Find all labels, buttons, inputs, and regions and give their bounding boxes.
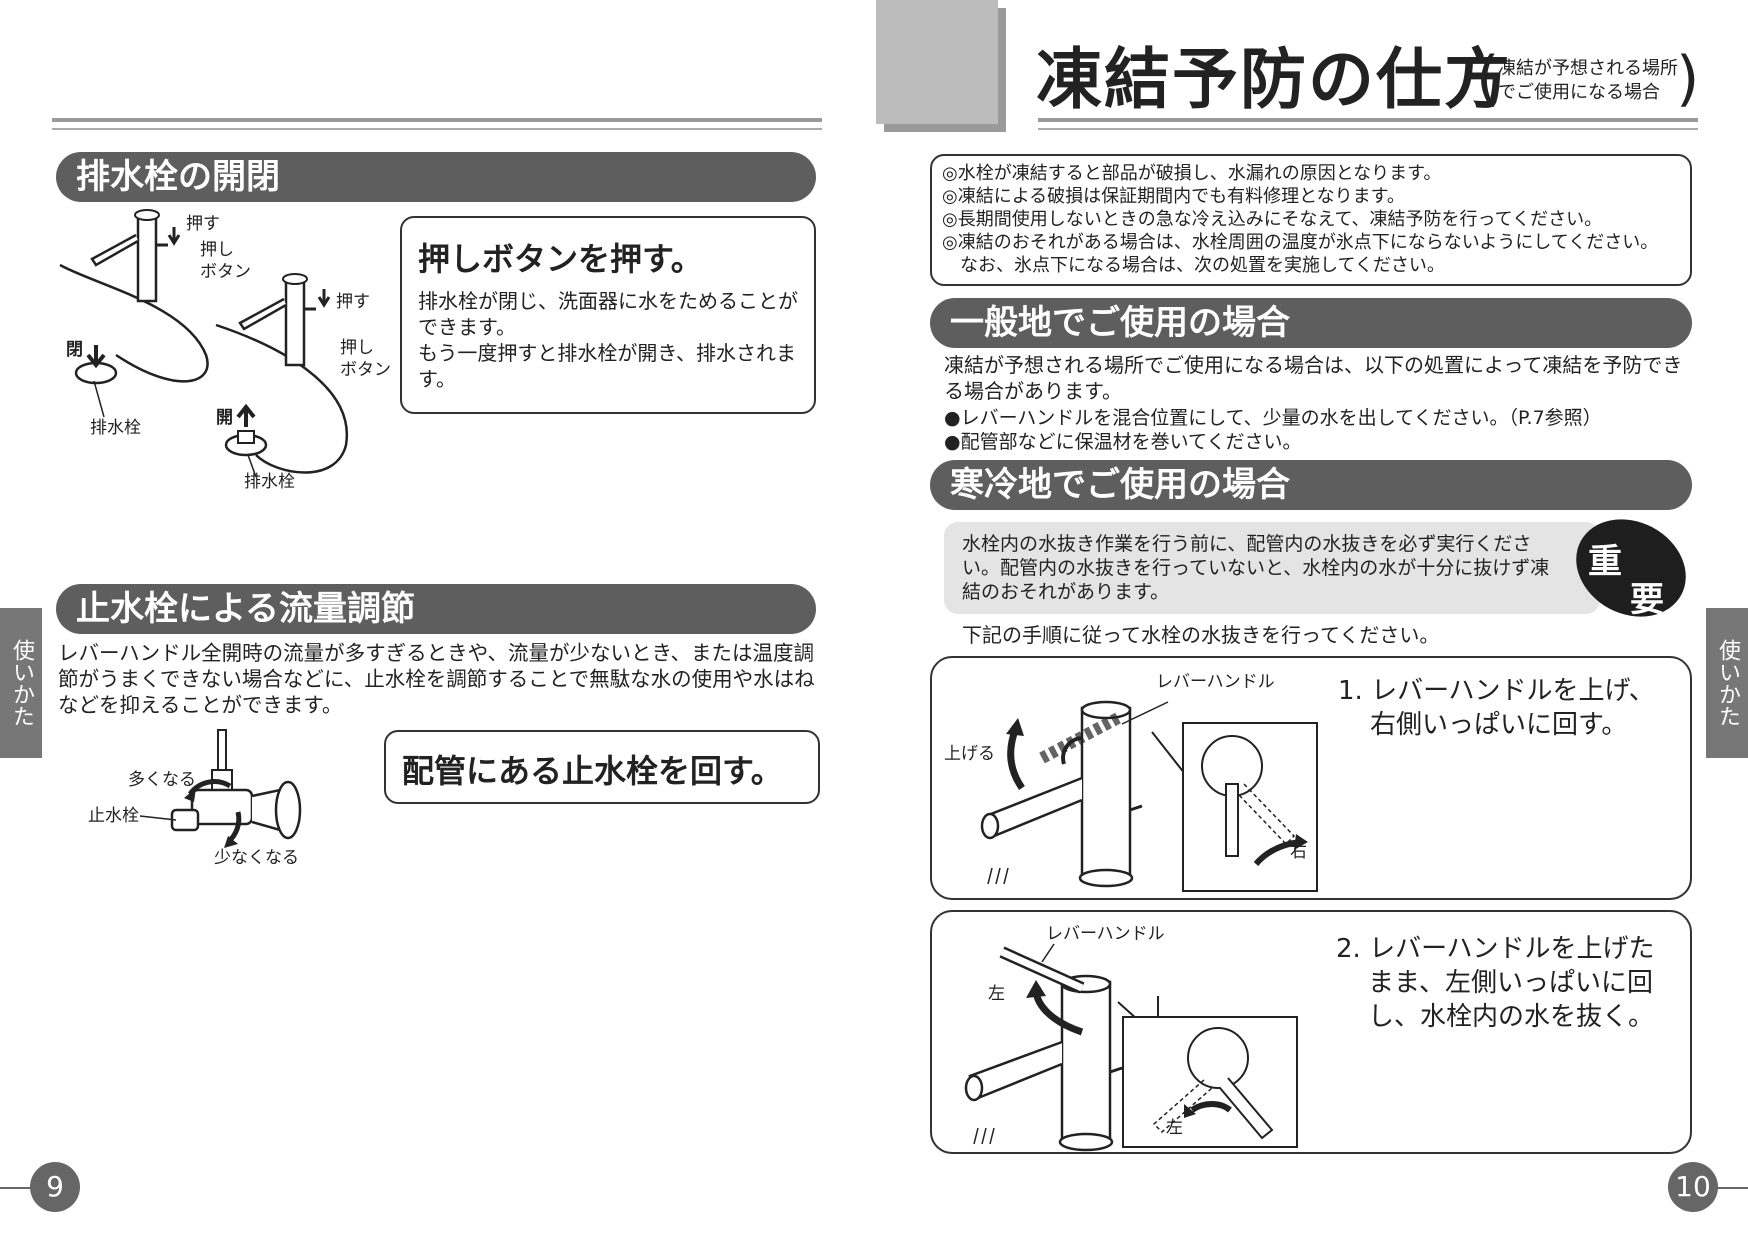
- important-badge-2: 要: [1630, 580, 1664, 620]
- note-5: なお、氷点下になる場合は、次の処置を実施してください。: [942, 255, 1445, 276]
- label-push-2: 押す: [336, 292, 370, 312]
- side-tab-right: 使いかた: [1706, 608, 1748, 758]
- chapter-block: [876, 0, 998, 124]
- step-1-box: レバーハンドル 上げる 右 1. レバーハンドルを上げ、 右側いっぱいに回す。: [930, 656, 1692, 900]
- push-button-title: 押しボタンを押す。: [418, 240, 703, 278]
- push-button-body: 排水栓が閉じ、洗面器に水をためることができます。 もう一度押すと排水栓が開き、排…: [418, 289, 798, 391]
- note-4: ◎凍結のおそれがある場合は、水栓周囲の温度が氷点下にならないようにしてください。: [942, 232, 1659, 253]
- section-title-drain: 排水栓の開閉: [56, 152, 816, 202]
- step-2-text-1: 2. レバーハンドルを上げた: [1336, 934, 1655, 964]
- step-2-text-3: し、水栓内の水を抜く。: [1368, 1002, 1655, 1032]
- step-1-detail: [1182, 722, 1318, 892]
- step-2-detail: [1122, 1016, 1298, 1148]
- label-drain-1: 排水栓: [90, 418, 141, 438]
- general-bullet-2: ●配管部などに保温材を巻いてください。: [944, 431, 1302, 453]
- label-push-1: 押す: [186, 214, 220, 234]
- header-rule-right-thin: [1038, 128, 1698, 130]
- step-2-text-2: まま、左側いっぱいに回: [1368, 968, 1653, 998]
- label-stop-valve: 止水栓: [88, 806, 139, 826]
- section-title-general: 一般地でご使用の場合: [930, 298, 1692, 348]
- label-drain-2: 排水栓: [244, 472, 295, 492]
- section-title-flow: 止水栓による流量調節: [56, 584, 816, 634]
- step-2-lever-label: レバーハンドル: [1046, 924, 1165, 944]
- step-2-box: レバーハンドル 左 左 2. レバーハンドルを上げた まま、左側いっぱいに回 し…: [930, 910, 1692, 1154]
- push-button-box: 押しボタンを押す。 排水栓が閉じ、洗面器に水をためることができます。 もう一度押…: [400, 216, 816, 414]
- header-rule-left-thin: [52, 128, 822, 130]
- step-1-right-label: 右: [1290, 842, 1307, 862]
- flow-body: レバーハンドル全開時の流量が多すぎるときや、流量が少ないとき、または温度調節がう…: [58, 641, 815, 717]
- general-body: 凍結が予想される場所でご使用になる場合は、以下の処置によって凍結を予防できる場合…: [944, 353, 1683, 403]
- step-1-text-2: 右側いっぱいに回す。: [1370, 710, 1628, 740]
- header-rule-right: [1038, 118, 1698, 122]
- label-open: 開: [216, 408, 233, 428]
- note-3: ◎長期間使用しないときの急な冷え込みにそなえて、凍結予防を行ってください。: [942, 209, 1603, 230]
- step-1-text-1: 1. レバーハンドルを上げ、: [1338, 676, 1655, 706]
- valve-box: 配管にある止水栓を回す。: [384, 730, 820, 804]
- label-less: 少なくなる: [214, 848, 299, 868]
- notes-box: ◎水栓が凍結すると部品が破損し、水漏れの原因となります。 ◎凍結による破損は保証…: [930, 154, 1692, 286]
- note-1: ◎水栓が凍結すると部品が破損し、水漏れの原因となります。: [942, 163, 1442, 184]
- label-more: 多くなる: [128, 770, 196, 790]
- important-text: 水栓内の水抜き作業を行う前に、配管内の水抜きを必ず実行ください。配管内の水抜きを…: [962, 533, 1550, 603]
- stop-valve-illustration: [139, 729, 302, 848]
- label-push-button-1b: ボタン: [200, 262, 251, 282]
- side-tab-left: 使いかた: [0, 608, 42, 758]
- page-num-line-left: [0, 1187, 34, 1189]
- step-1-lever-label: レバーハンドル: [1156, 672, 1275, 692]
- page-number-left: 9: [30, 1162, 80, 1212]
- step-1-illustration: [980, 700, 1197, 888]
- general-bullet-1: ●レバーハンドルを混合位置にして、少量の水を出してください。（P.7参照）: [944, 407, 1602, 429]
- step-2-left-label-1: 左: [988, 984, 1005, 1004]
- page-num-line-right: [1714, 1187, 1748, 1189]
- label-push-button-1a: 押し: [200, 240, 234, 260]
- title-paren-close: ): [1676, 44, 1700, 114]
- title-sub-1: 凍結が予想される場所: [1498, 58, 1678, 79]
- note-2: ◎凍結による破損は保証期間内でも有料修理となります。: [942, 186, 1405, 207]
- page-title: 凍結予防の仕方: [1036, 41, 1512, 118]
- step-1-up-label: 上げる: [944, 744, 995, 764]
- valve-box-title: 配管にある止水栓を回す。: [402, 752, 783, 790]
- title-sub-2: でご使用になる場合: [1498, 82, 1660, 103]
- section-title-cold: 寒冷地でご使用の場合: [930, 460, 1692, 510]
- important-box: [944, 522, 1600, 614]
- label-push-button-2b: ボタン: [340, 360, 391, 380]
- important-badge-1: 重: [1588, 542, 1622, 582]
- step-2-left-label-2: 左: [1166, 1118, 1183, 1138]
- title-paren-open: (: [1476, 44, 1500, 114]
- cold-instruction: 下記の手順に従って水栓の水抜きを行ってください。: [962, 623, 1440, 647]
- label-push-button-2a: 押し: [340, 338, 374, 358]
- drain-illustration: [59, 209, 349, 478]
- page-number-right: 10: [1668, 1162, 1718, 1212]
- label-close: 閉: [66, 340, 83, 360]
- header-rule-left: [52, 118, 822, 122]
